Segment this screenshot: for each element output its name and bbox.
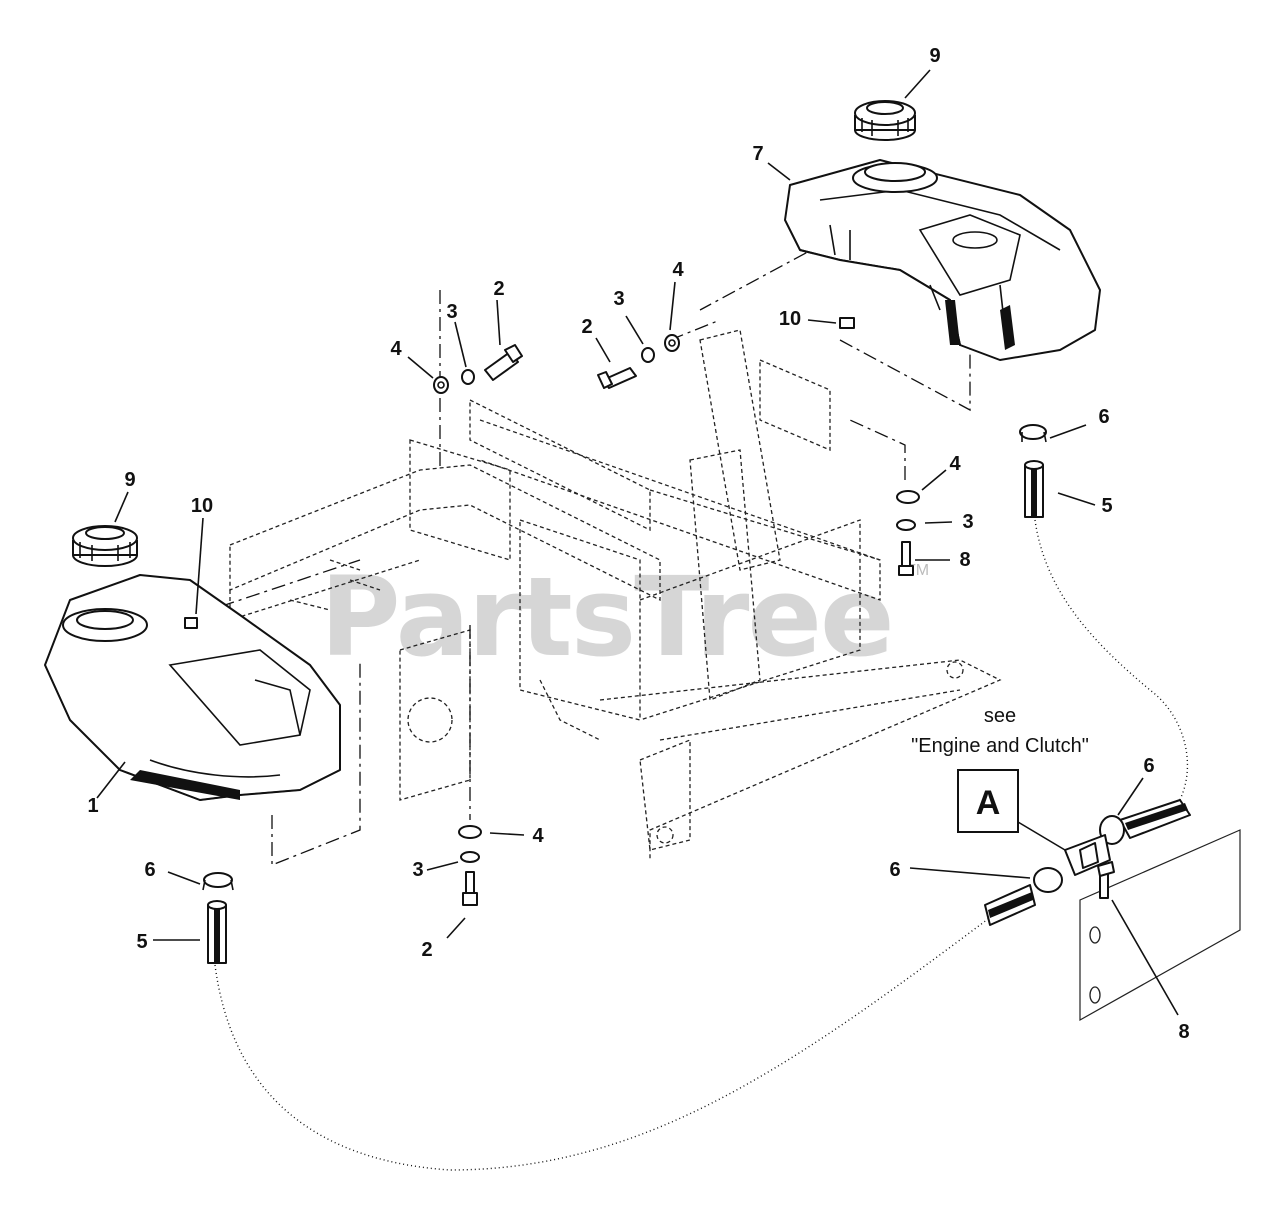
callout-tank-left-cap: 9 [124,469,135,491]
bottom-hardware [458,825,482,906]
callout-clamp-valve-left: 6 [889,859,900,881]
mower-frame [229,329,1002,860]
callout-bolt-top-mid: 2 [581,316,592,338]
callout-bolt-bottom: 2 [421,939,432,961]
callout-tank-right: 7 [752,143,763,165]
callout-lockwasher-right: 3 [962,511,973,533]
callout-lockwasher-bottom: 3 [412,859,423,881]
right-fuel-tank [784,159,1101,361]
callout-lockwasher-top-mid: 3 [613,288,624,310]
callout-tank-left-10: 10 [191,495,213,517]
right-fuel-cap [854,100,916,141]
callout-tank-right-10: 10 [779,308,801,330]
fuel-lines [214,519,1189,1171]
callout-clamp-left: 6 [144,859,155,881]
watermark: PartsTree TM [320,553,929,681]
callout-clamp-right: 6 [1098,406,1109,428]
callout-bolt-right: 8 [959,549,970,571]
right-hose-assembly [1019,424,1047,518]
callout-hose-right: 5 [1101,495,1112,517]
callout-bolt-top-left: 2 [493,278,504,300]
top-left-hardware [433,344,523,394]
callout-washer-bottom: 4 [532,825,544,847]
callout-washer-top-left: 4 [390,338,402,360]
callout-hose-left: 5 [136,931,147,953]
callout-labels: 9 7 10 9 10 1 2 3 4 2 3 4 4 3 8 6 5 4 3 … [87,45,1189,1043]
side-panel [1079,829,1241,1022]
reference-letter: A [976,784,1001,822]
right-hardware [896,490,920,576]
leader-lines [96,69,1179,1016]
shutoff-valve-assembly [984,799,1191,926]
see-note-line1: see [984,705,1016,727]
see-note: see "Engine and Clutch" [911,705,1089,757]
callout-clamp-valve-top: 6 [1143,755,1154,777]
top-mid-hardware [597,334,680,389]
left-hose-assembly [202,872,234,964]
left-fuel-tank [44,574,341,801]
callout-lockwasher-top-left: 3 [446,301,457,323]
watermark-text: PartsTree [320,553,893,681]
callout-tank-left: 1 [87,795,98,817]
callout-valve: 8 [1178,1021,1189,1043]
callout-tank-right-cap: 9 [929,45,940,67]
callout-washer-top-mid: 4 [672,259,684,281]
callout-washer-right: 4 [949,453,961,475]
see-note-line2: "Engine and Clutch" [911,735,1089,757]
left-fuel-cap [72,525,138,567]
reference-box-a: A [957,769,1066,851]
